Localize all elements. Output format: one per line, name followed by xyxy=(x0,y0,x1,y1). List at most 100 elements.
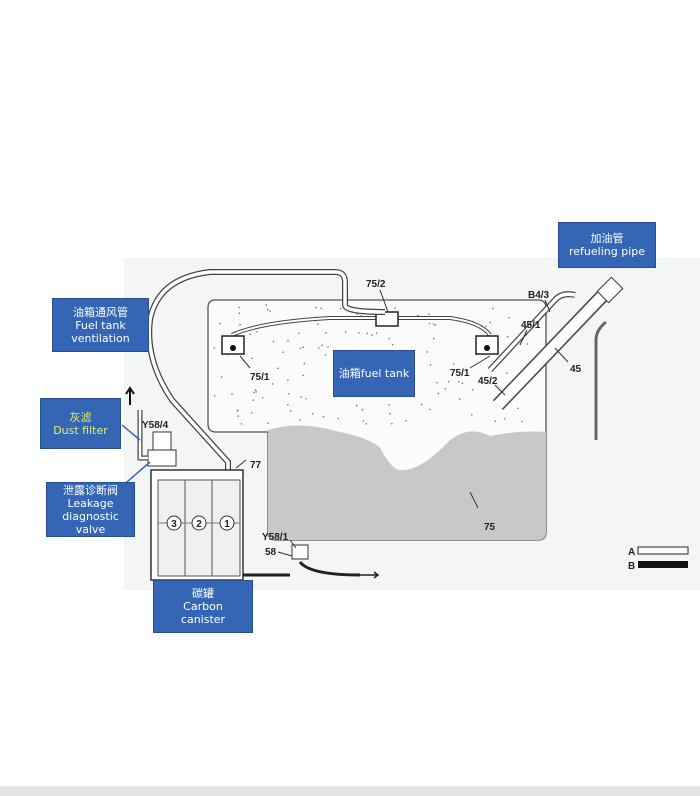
speckle xyxy=(236,409,239,412)
speckle xyxy=(267,422,270,425)
chamber-2-label: 2 xyxy=(196,519,202,530)
speckle xyxy=(302,346,304,349)
speckle xyxy=(391,422,393,425)
callout-dust-filter: 灰滤 Dust filter xyxy=(40,398,121,449)
speckle xyxy=(337,417,339,420)
speckle xyxy=(238,312,241,315)
label-45-1: 45/1 xyxy=(521,320,541,331)
speckle xyxy=(428,322,431,325)
chamber-3 xyxy=(166,515,182,531)
speckle xyxy=(388,403,391,406)
speckle xyxy=(213,347,216,349)
callout-en: Dust filter xyxy=(53,423,108,437)
speckle xyxy=(394,307,396,309)
speckle xyxy=(219,322,221,325)
leader-lines xyxy=(119,289,569,557)
chamber-1-label: 1 xyxy=(224,519,230,530)
speckle xyxy=(437,392,440,395)
speckle xyxy=(429,408,431,411)
speckle xyxy=(240,423,243,425)
speckle xyxy=(391,343,394,346)
fuel-level xyxy=(268,425,546,540)
speckle xyxy=(428,313,430,315)
speckle xyxy=(435,381,438,384)
speckle xyxy=(432,337,435,340)
speckle xyxy=(506,372,508,375)
speckle xyxy=(317,323,319,325)
callout-en: canister xyxy=(180,613,226,626)
speckle xyxy=(311,413,314,415)
speckle xyxy=(318,347,320,349)
speckle xyxy=(261,396,264,399)
label-58: 58 xyxy=(265,547,277,558)
speckle xyxy=(389,412,391,415)
label-75: 75 xyxy=(484,522,496,533)
callout-en: Fuel tank xyxy=(75,318,126,332)
speckle xyxy=(253,391,255,394)
callout-en: Leakage xyxy=(67,496,114,510)
callout-zh: 油箱通风管 xyxy=(73,305,128,319)
speckle xyxy=(238,306,240,309)
speckle xyxy=(517,407,519,410)
label-45-2: 45/2 xyxy=(478,376,498,387)
speckle xyxy=(288,392,290,395)
speckle xyxy=(508,316,510,319)
label-75-2: 75/2 xyxy=(366,279,386,290)
label-75-1-left: 75/1 xyxy=(250,372,270,383)
speckle xyxy=(277,367,279,370)
callout-en: refueling pipe xyxy=(568,245,645,258)
speckle xyxy=(503,417,506,420)
speckle xyxy=(458,398,461,400)
speckle xyxy=(361,408,364,411)
legend-b-label: B xyxy=(628,561,635,572)
speckle xyxy=(526,343,529,345)
speckle xyxy=(303,362,306,365)
callout-refueling-pipe: 加油管 refueling pipe xyxy=(558,222,656,268)
speckle xyxy=(489,321,492,324)
callout-zh: 泄露诊断阀 xyxy=(63,483,118,497)
speckle xyxy=(282,351,284,354)
speckle xyxy=(471,413,473,416)
speckle xyxy=(299,418,301,421)
callout-zh: 碳罐 xyxy=(192,587,214,600)
speckle xyxy=(324,354,327,356)
speckle xyxy=(327,346,329,348)
speckle xyxy=(485,325,487,328)
callout-fuel-tank-ventilation: 油箱通风管 Fuel tank ventilation xyxy=(52,298,149,352)
callout-zh: 加油管 xyxy=(590,232,624,245)
legend-a-swatch xyxy=(637,546,689,555)
speckle xyxy=(266,308,269,311)
speckle xyxy=(239,323,241,326)
speckle xyxy=(339,308,342,310)
speckle xyxy=(272,340,275,343)
speckle xyxy=(321,344,323,347)
speckle xyxy=(287,403,289,406)
speckle xyxy=(325,332,327,334)
speckle xyxy=(254,389,257,391)
speckle xyxy=(434,324,437,327)
label-y58-1: Y58/1 xyxy=(262,532,289,543)
speckle xyxy=(375,332,378,335)
callout-en: Carbon xyxy=(183,600,223,613)
speckle xyxy=(300,396,303,398)
speckle xyxy=(251,357,253,360)
flow-arrow-icon xyxy=(360,571,380,579)
callout-zh: 灰滤 xyxy=(69,410,92,424)
speckle xyxy=(494,420,497,423)
speckle xyxy=(265,304,268,306)
speckle xyxy=(322,415,325,418)
speckle xyxy=(249,333,251,336)
legend-a-label: A xyxy=(628,547,635,558)
speckle xyxy=(237,415,240,417)
speckle xyxy=(287,339,289,342)
speckle xyxy=(299,347,302,349)
speckle xyxy=(362,420,365,422)
chamber-2 xyxy=(191,515,207,531)
speckle xyxy=(429,364,432,366)
callout-leakage-diagnostic-valve: 泄露诊断阀 Leakage diagnostic valve xyxy=(46,482,135,537)
speckle xyxy=(426,351,429,353)
label-77: 77 xyxy=(250,460,262,471)
bottom-bar xyxy=(0,786,700,796)
speckle xyxy=(444,387,447,390)
speckle xyxy=(358,332,360,334)
